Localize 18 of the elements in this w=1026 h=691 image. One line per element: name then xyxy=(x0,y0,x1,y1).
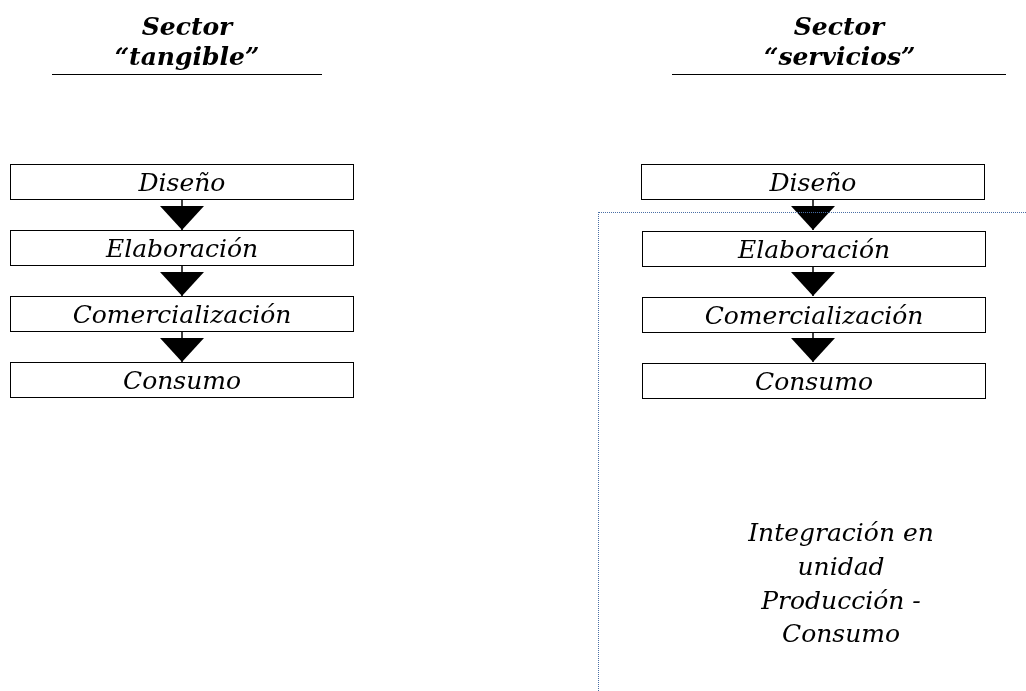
process-box: Diseño xyxy=(10,164,354,200)
arrow xyxy=(160,265,204,297)
process-box: Consumo xyxy=(10,362,354,398)
arrow xyxy=(791,265,835,297)
process-box: Comercialización xyxy=(642,297,986,333)
arrow xyxy=(160,331,204,363)
column-heading: Sector “tangible” xyxy=(52,12,322,75)
process-box: Elaboración xyxy=(10,230,354,266)
process-box: Diseño xyxy=(641,164,985,200)
arrow xyxy=(160,199,204,231)
process-box: Consumo xyxy=(642,363,986,399)
dotted-region xyxy=(598,212,1026,691)
arrow xyxy=(791,199,835,231)
process-box: Elaboración xyxy=(642,231,986,267)
column-heading: Sector “servicios” xyxy=(672,12,1006,75)
region-caption: Integración en unidad Producción - Consumo xyxy=(747,517,935,651)
process-box: Comercialización xyxy=(10,296,354,332)
arrow xyxy=(791,331,835,363)
